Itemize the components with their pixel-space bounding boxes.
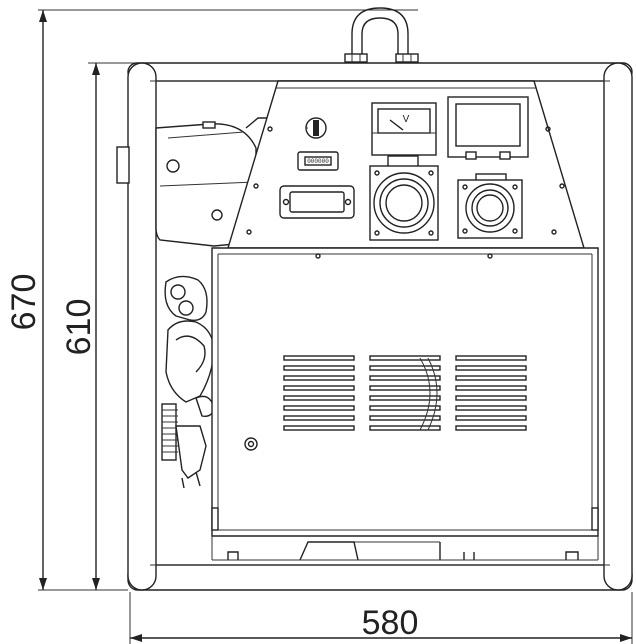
ground-terminal-icon xyxy=(244,437,258,451)
cooling-fins xyxy=(161,403,207,489)
ventilation-louvres-center xyxy=(369,355,441,431)
ventilation-louvres-right xyxy=(455,355,527,431)
power-socket-left xyxy=(369,155,439,241)
overall-height-label: 670 xyxy=(5,274,43,331)
ignition-switch-icon xyxy=(305,117,327,139)
frame-height-label: 610 xyxy=(60,299,98,356)
base-skid xyxy=(211,536,599,561)
recoil-starter xyxy=(164,275,215,418)
tubular-frame xyxy=(116,62,633,591)
lifting-handle xyxy=(344,7,419,63)
alternator-cover xyxy=(211,247,599,537)
overall-height-dimension: 670 xyxy=(5,9,418,591)
circuit-breaker xyxy=(447,96,529,160)
power-socket-right xyxy=(457,173,523,239)
hour-counter-digits: 000000 xyxy=(307,158,329,165)
breaker-bracket xyxy=(279,185,355,219)
voltmeter: V xyxy=(371,102,437,156)
voltmeter-symbol: V xyxy=(403,114,410,125)
ventilation-louvres-left xyxy=(283,355,355,431)
hour-counter: 000000 xyxy=(297,151,339,171)
width-dimension: 580 xyxy=(129,592,633,644)
frame-height-dimension: 610 xyxy=(60,62,150,590)
width-label: 580 xyxy=(362,604,419,642)
